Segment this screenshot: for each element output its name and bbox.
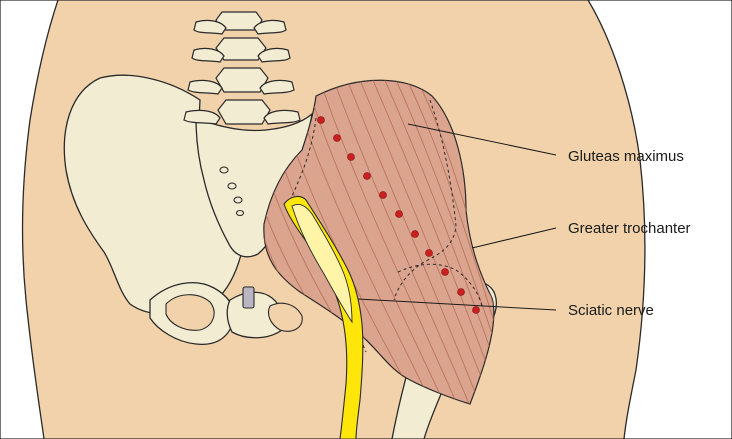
sciatic-nerve-label: Sciatic nerve (568, 302, 654, 319)
gluteus-maximus-label: Gluteas maximus (568, 148, 684, 165)
greater-trochanter-label: Greater trochanter (568, 220, 691, 237)
pubic-symphysis (243, 287, 254, 308)
